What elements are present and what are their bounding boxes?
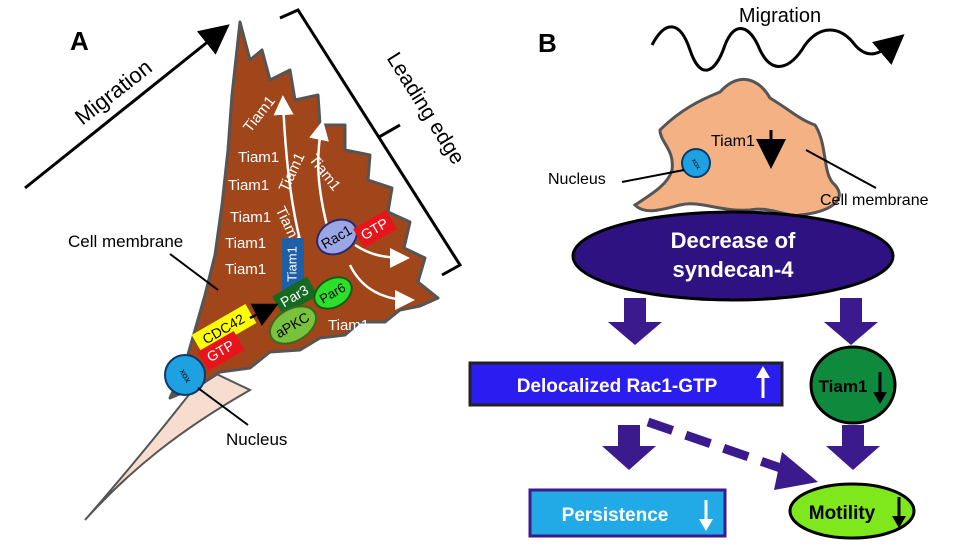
- par6-oval: [313, 276, 353, 310]
- tiam1-arrow-up: [273, 95, 302, 241]
- nucleus-label-a: Nucleus: [226, 430, 287, 449]
- nucleus-b: [681, 148, 711, 178]
- panel-b-label: B: [538, 28, 557, 58]
- tiam1-label-7: Tiam1: [225, 235, 266, 252]
- syndecan-node: [571, 210, 895, 302]
- rac1-oval: [316, 218, 358, 256]
- migration-label-b: Migration: [739, 5, 821, 27]
- leading-edge-label: Leading edge: [382, 48, 469, 168]
- arrow-syndecan-to-delocalized: [608, 298, 662, 345]
- persistence-box: [528, 488, 727, 538]
- apkc-oval: [268, 305, 318, 345]
- cell-membrane-label-a: Cell membrane: [68, 232, 183, 251]
- motility-down-arrow: [892, 497, 906, 528]
- motility-node: [788, 482, 916, 540]
- cdc42-box: [191, 303, 257, 355]
- motility-label: Motility: [809, 503, 876, 524]
- delocalized-box: [468, 361, 784, 407]
- nucleus-pointer-b: [621, 169, 685, 183]
- nucleus-label-b: Nucleus: [548, 171, 606, 188]
- cell-membrane-label-b: Cell membrane: [820, 192, 929, 209]
- tiam1-node-down-arrow: [873, 372, 887, 404]
- tiam1-label-5: Tiam1: [230, 209, 271, 226]
- panel-a: A Migration Leading edge Cell membrane T…: [24, 8, 469, 521]
- tiam1-label-10: Tiam1: [328, 317, 369, 334]
- arrow-syndecan-to-tiam1: [824, 298, 878, 345]
- tiam1-blue-box-label: Tiam1: [284, 246, 299, 282]
- migration-wave-arrow: [650, 25, 905, 72]
- delocalized-up-arrow: [756, 366, 770, 398]
- arrow-tiam1-to-motility: [826, 425, 880, 470]
- persistence-down-arrow: [699, 500, 713, 531]
- leading-edge-bracket: [279, 8, 463, 277]
- persistence-label: Persistence: [562, 505, 669, 526]
- delocalized-label: Delocalized Rac1-GTP: [517, 376, 718, 397]
- panel-b: B Migration Tiam1 xox Nucleus Cell membr…: [468, 5, 929, 540]
- tiam1-node: [809, 345, 897, 425]
- syndecan-line1: Decrease of: [671, 228, 796, 253]
- cell-tail-a: [84, 368, 253, 521]
- cdc42-gtp-box: [197, 330, 245, 372]
- dashed-arrow-delocalized-to-motility: [646, 417, 818, 490]
- tiam1-label-2: Tiam1: [238, 149, 279, 166]
- cell-membrane-pointer-b: [805, 149, 877, 189]
- tiam1-label-3: Tiam1: [228, 177, 269, 194]
- tiam1-arrow-right: [354, 243, 410, 268]
- arrow-delocalized-to-persistence: [602, 425, 656, 470]
- migration-arrow-a: [24, 24, 230, 190]
- tiam1-label-b: Tiam1: [711, 133, 755, 150]
- par3-box: [272, 276, 318, 316]
- tiam1-arrow-upright: [309, 120, 330, 231]
- cell-body-b: [632, 78, 841, 217]
- panel-a-label: A: [70, 26, 89, 56]
- cdc42-to-par3-arrow: [249, 303, 279, 327]
- tiam1-label-9: Tiam1: [225, 261, 266, 278]
- tiam1-blue-box: [282, 238, 304, 290]
- nucleus-pointer-a: [197, 387, 249, 426]
- leading-edge-bracket-tick: [378, 123, 401, 139]
- tiam1-arrow-lower: [348, 264, 415, 310]
- tiam1-node-label: Tiam1: [819, 377, 868, 396]
- nucleus-a: [164, 354, 206, 396]
- rac1-gtp-box: [353, 209, 397, 249]
- syndecan-line2: syndecan-4: [672, 257, 794, 282]
- cell-body-a: [168, 20, 440, 400]
- cell-membrane-pointer-a: [169, 253, 219, 291]
- nucleus-mark-b: xox: [690, 158, 702, 171]
